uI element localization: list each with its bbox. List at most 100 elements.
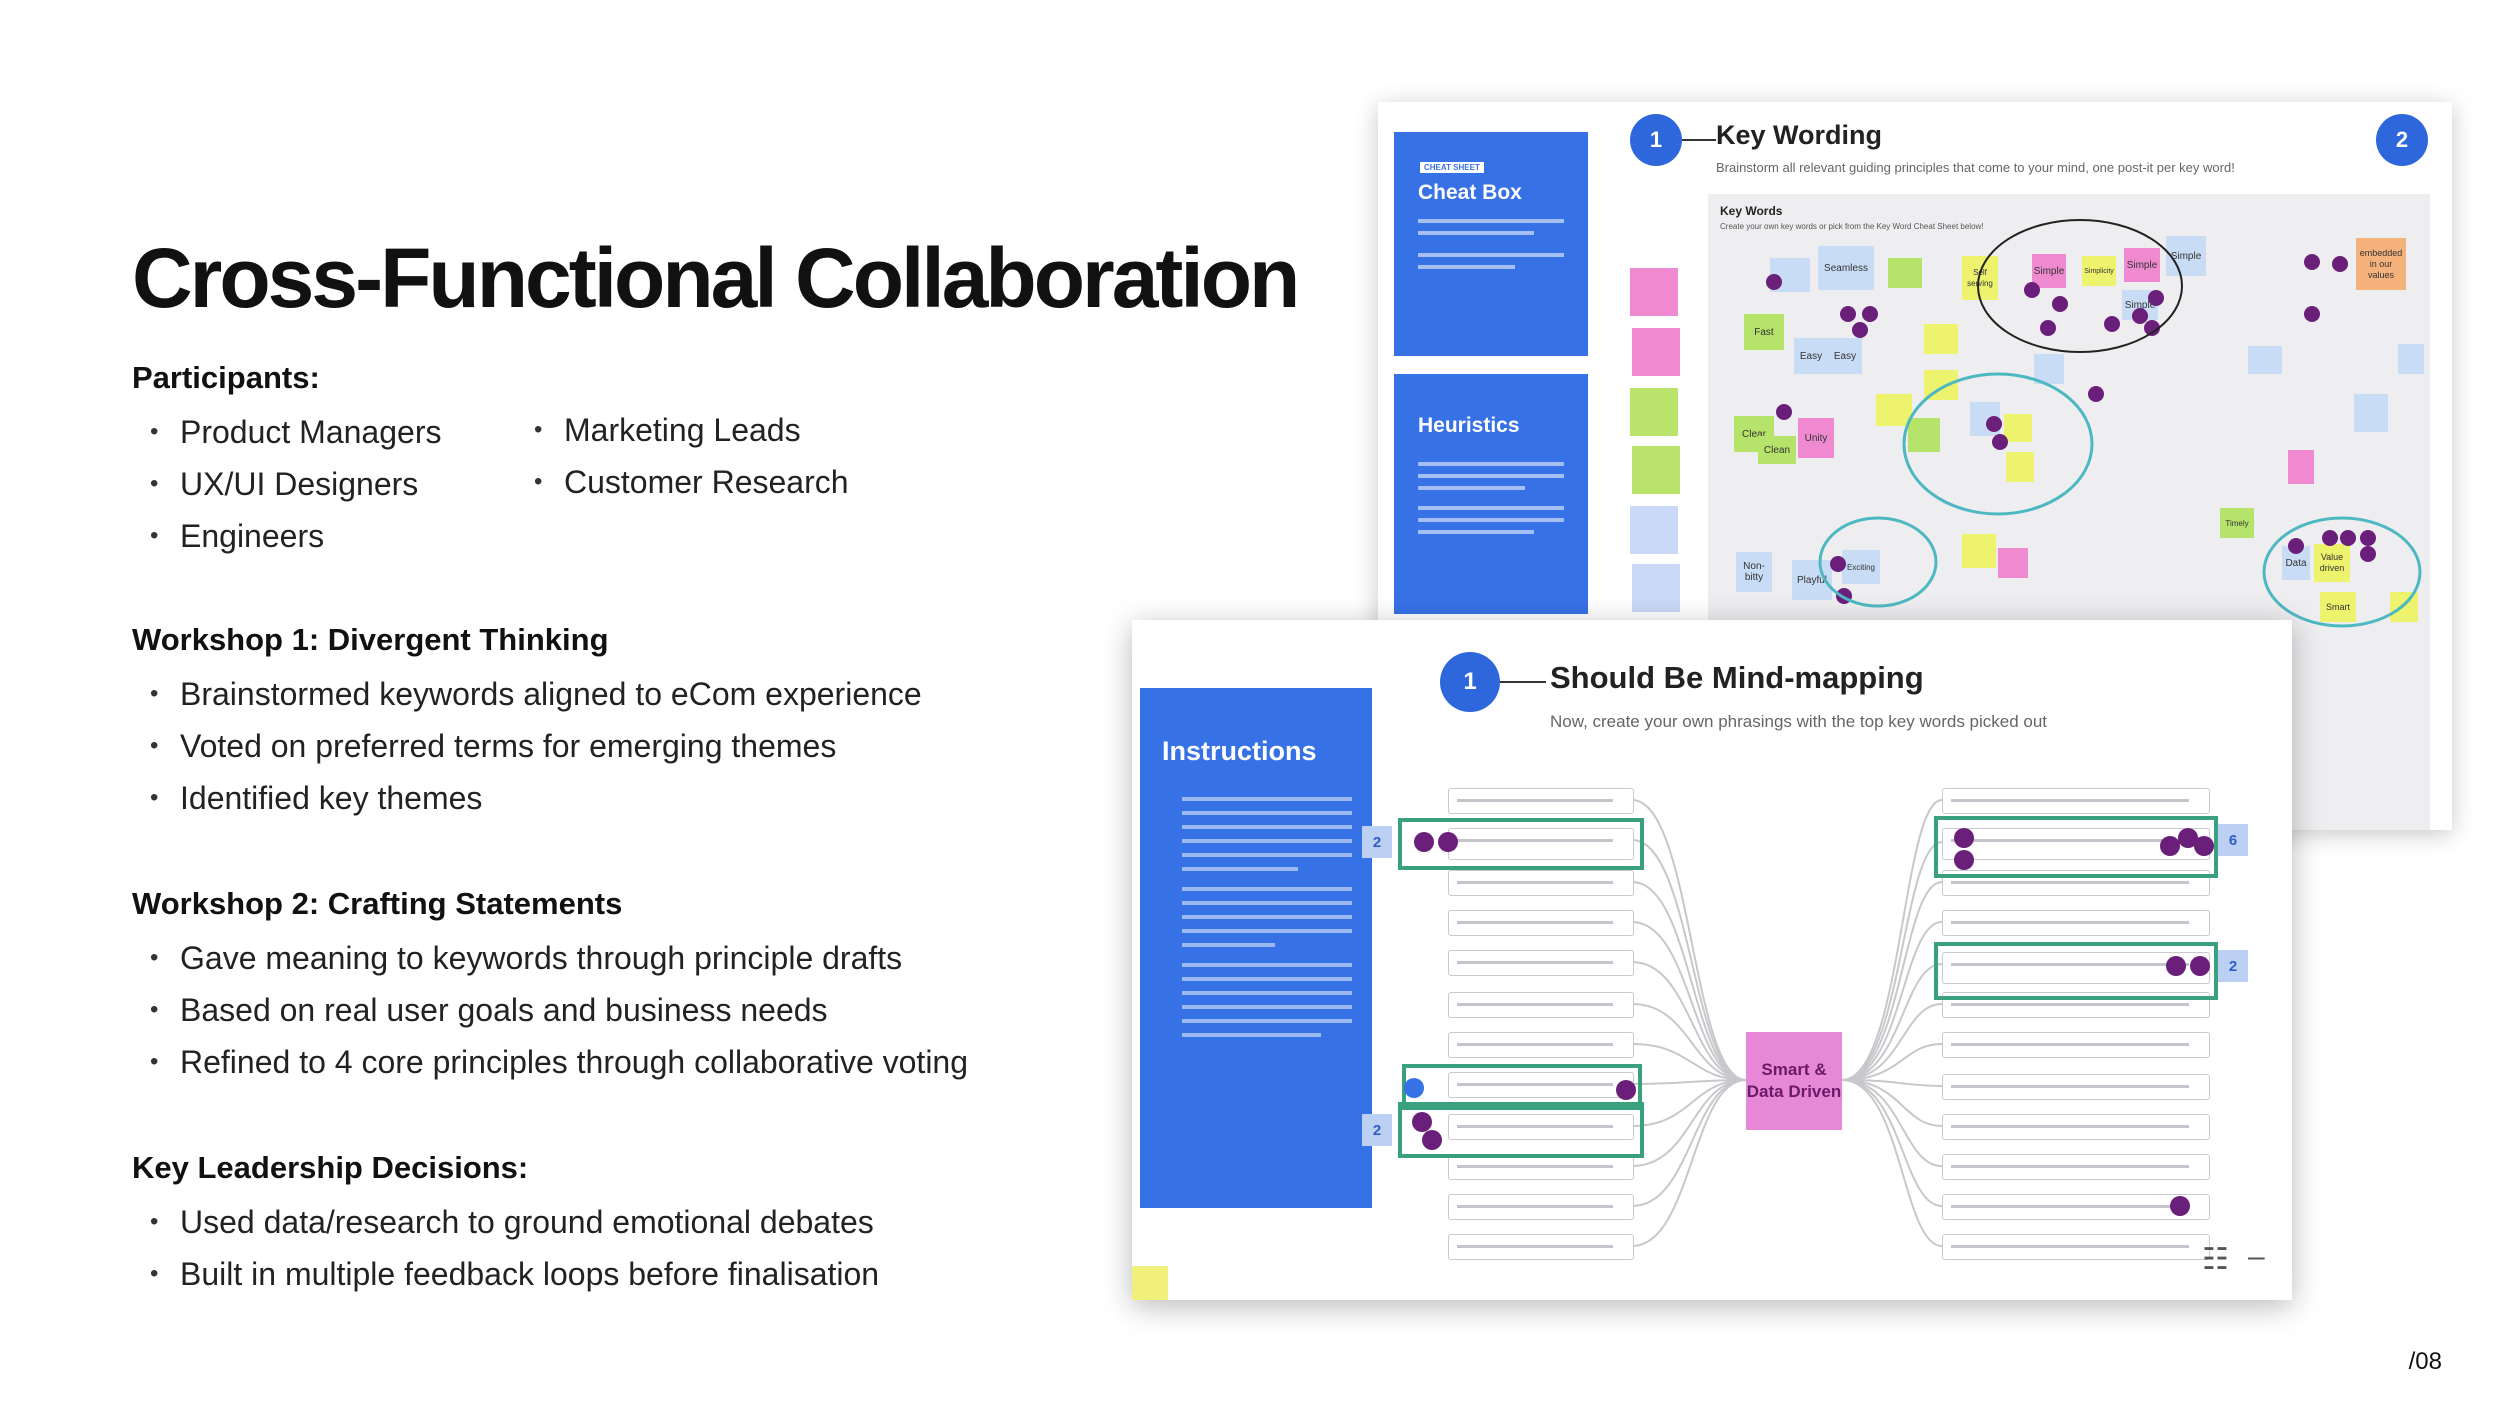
postit: [2354, 394, 2388, 432]
list-item: Built in multiple feedback loops before …: [132, 1248, 879, 1300]
vote-dot: [1852, 322, 1868, 338]
placeholder-line: [1418, 486, 1525, 490]
mindmap-node: [1448, 1154, 1634, 1180]
placeholder-line: [1182, 887, 1352, 891]
postit: [2248, 346, 2282, 374]
vote-dot: [1412, 1112, 1432, 1132]
vote-dot: [2340, 530, 2356, 546]
postit: [1876, 394, 1912, 426]
highlight-box: [1398, 1102, 1644, 1158]
vote-dot: [1766, 274, 1782, 290]
heuristics-panel: Heuristics: [1394, 374, 1588, 614]
mindmap-node: [1448, 1114, 1634, 1140]
vote-dot: [2304, 306, 2320, 322]
postit: [2398, 344, 2424, 374]
vote-dot: [1414, 832, 1434, 852]
vote-count-badge: 2: [2218, 950, 2248, 982]
placeholder-line: [1418, 231, 1535, 235]
participants-heading: Participants:: [132, 360, 320, 395]
vote-dot: [2160, 836, 2180, 856]
mindmap-node: [1942, 1074, 2210, 1100]
workshop1-heading: Workshop 1: Divergent Thinking: [132, 622, 609, 657]
vote-dot: [2024, 282, 2040, 298]
vote-dot: [2190, 956, 2210, 976]
heuristics-title: Heuristics: [1418, 414, 1520, 437]
participants-columns: Product Managers UX/UI Designers Enginee…: [132, 404, 849, 562]
list-item: Refined to 4 core principles through col…: [132, 1036, 968, 1088]
placeholder-line: [1418, 219, 1564, 223]
postit: Simplicity: [2082, 256, 2116, 286]
vote-count-badge: 2: [1362, 1114, 1392, 1146]
vote-dot: [2104, 316, 2120, 332]
zoom-out-icon[interactable]: –: [2248, 1240, 2265, 1273]
highlight-box: [1398, 818, 1644, 870]
list-item: Product Managers: [132, 406, 516, 458]
vote-dot: [1840, 306, 1856, 322]
mindmap-node: [1448, 870, 1634, 896]
placeholder-line: [1418, 506, 1564, 510]
list-item: Engineers: [132, 510, 516, 562]
vote-dot: [1422, 1130, 1442, 1150]
vote-dot: [2332, 256, 2348, 272]
vote-dot: [2132, 308, 2148, 324]
center-node: Smart & Data Driven: [1746, 1032, 1842, 1130]
postit: [1924, 324, 1958, 354]
vote-dot: [2148, 290, 2164, 306]
mindmap-node: [1448, 950, 1634, 976]
vote-dot: [2360, 530, 2376, 546]
key-wording-title: Key Wording: [1716, 120, 1883, 150]
vote-dot: [1616, 1080, 1636, 1100]
mindmap-node: [1942, 910, 2210, 936]
participants-list-2: Marketing Leads Customer Research: [516, 404, 849, 562]
placeholder-line: [1182, 977, 1352, 981]
postit: [2288, 450, 2314, 484]
instructions-panel: Instructions: [1140, 688, 1372, 1208]
list-item: Based on real user goals and business ne…: [132, 984, 968, 1036]
postit: [2006, 452, 2034, 482]
placeholder-line: [1418, 253, 1564, 257]
mindmap-node: [1448, 788, 1634, 814]
highlight-box: [1934, 942, 2218, 1000]
postit: [2390, 592, 2418, 622]
mindmap-node: [1448, 1072, 1634, 1098]
postit: [1908, 418, 1940, 452]
participants-section: Participants: Product Managers UX/UI Des…: [132, 360, 849, 562]
list-item: Customer Research: [516, 456, 849, 508]
leadership-list: Used data/research to ground emotional d…: [132, 1196, 879, 1300]
outline-tool-icon[interactable]: ☷: [2202, 1243, 2229, 1276]
mindmap-node: [1448, 1194, 1634, 1220]
mindmap-node: [1942, 1154, 2210, 1180]
connector-line: [1682, 139, 1716, 141]
list-item: UX/UI Designers: [132, 458, 516, 510]
cluster-outline-teal: [2262, 516, 2422, 628]
placeholder-line: [1182, 991, 1352, 995]
placeholder-line: [1418, 462, 1564, 466]
vote-dot: [2178, 828, 2198, 848]
mindmap-node: [1448, 910, 1634, 936]
connector-line: [1500, 681, 1546, 683]
workshop1-list: Brainstormed keywords aligned to eCom ex…: [132, 668, 922, 824]
postit: [1998, 548, 2028, 578]
vote-dot: [1992, 434, 2008, 450]
step-1-circle: 1: [1630, 114, 1682, 166]
postit: Clean: [1758, 436, 1796, 464]
vote-dot: [1954, 850, 1974, 870]
placeholder-line: [1182, 943, 1275, 947]
participants-list-1: Product Managers UX/UI Designers Enginee…: [132, 406, 516, 562]
list-item: Voted on preferred terms for emerging th…: [132, 720, 922, 772]
placeholder-line: [1418, 518, 1564, 522]
leadership-heading: Key Leadership Decisions:: [132, 1150, 529, 1185]
placeholder-line: [1182, 929, 1352, 933]
postit: embedded in our values: [2356, 238, 2406, 290]
sticky-note: [1630, 268, 1678, 316]
postit: Seamless: [1818, 246, 1874, 290]
list-item: Identified key themes: [132, 772, 922, 824]
key-words-subheading: Create your own key words or pick from t…: [1720, 222, 1984, 231]
list-item: Marketing Leads: [516, 404, 849, 456]
mind-mapping-board: Instructions 1 Should Be Mind-mapping No…: [1132, 620, 2292, 1300]
placeholder-line: [1182, 853, 1352, 857]
vote-count-badge: 2: [1362, 826, 1392, 858]
vote-dot: [2052, 296, 2068, 312]
vote-dot: [1830, 556, 1846, 572]
placeholder-line: [1182, 1033, 1322, 1037]
